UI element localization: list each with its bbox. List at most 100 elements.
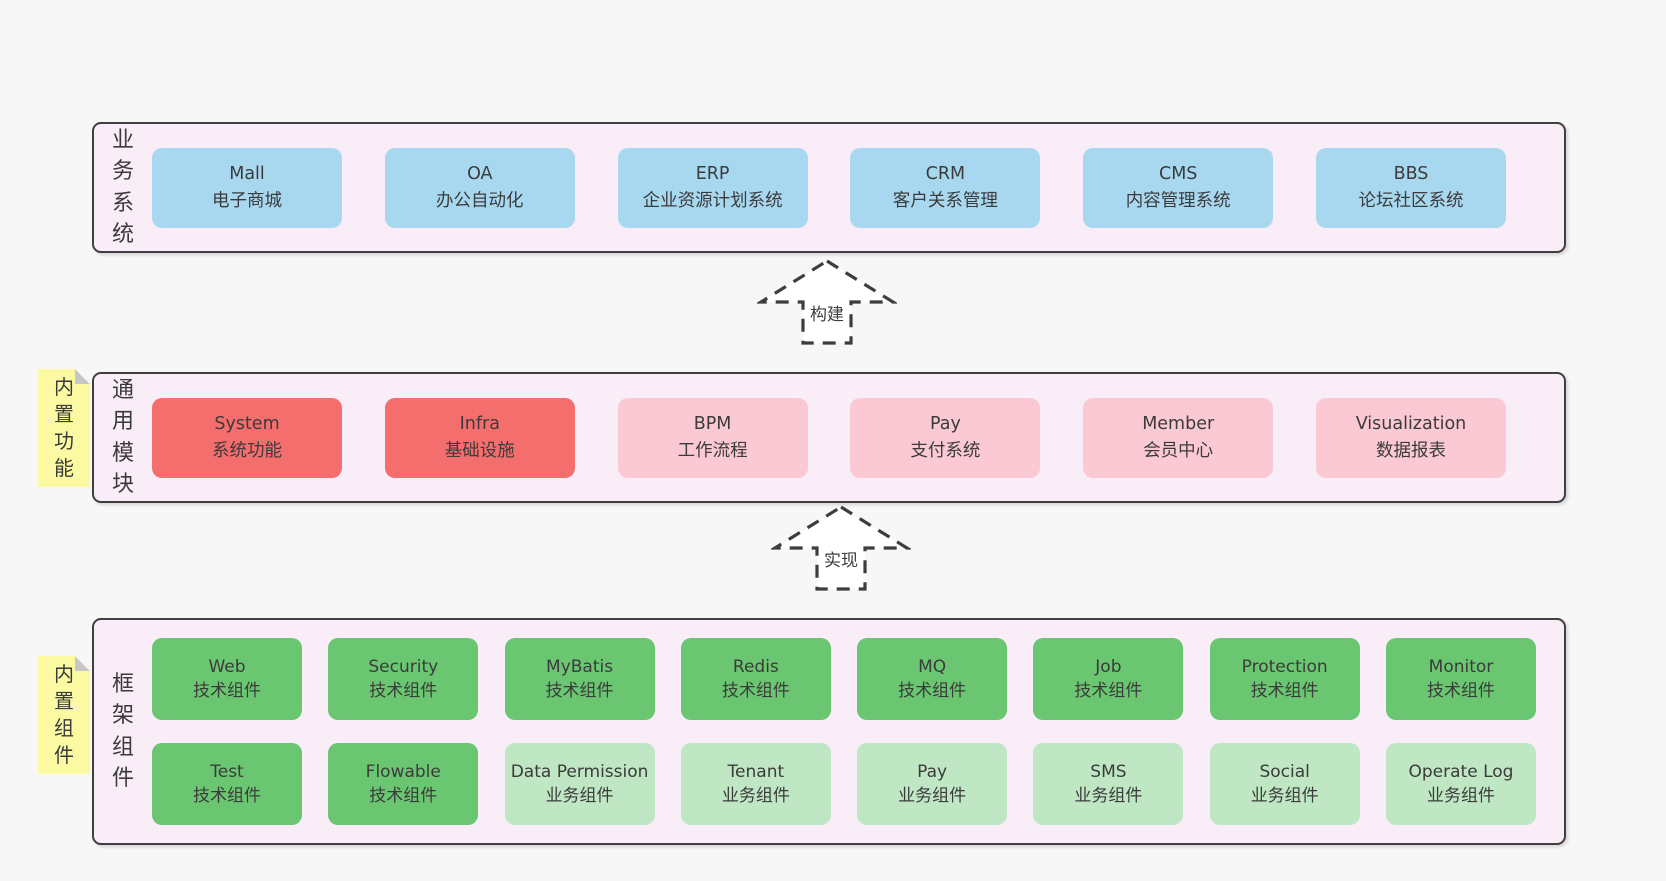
box-erp: ERP 企业资源计划系统 [617, 147, 808, 228]
arrow-label: 构建 [810, 305, 844, 325]
layer-side-label: 通用模块 [94, 374, 152, 501]
box-monitor: Monitor 技术组件 [1385, 638, 1536, 720]
box-title: SMS [1090, 761, 1127, 782]
box-pay-component: Pay 业务组件 [857, 743, 1008, 825]
box-operate-log: Operate Log 业务组件 [1385, 743, 1536, 825]
box-title: BPM [693, 414, 732, 435]
layer-title: 业务系统 [111, 128, 134, 247]
box-subtitle: 基础设施 [444, 440, 515, 461]
box-system: System 系统功能 [152, 397, 342, 478]
arrow-label: 实现 [824, 551, 858, 571]
box-security: Security 技术组件 [328, 638, 479, 720]
layer-title: 通用模块 [111, 378, 134, 497]
box-member: Member 会员中心 [1083, 397, 1274, 478]
dashed-up-arrow-implement: 实现 [771, 505, 911, 591]
layer-common-modules: 内置功能 通用模块 System 系统功能 Infra 基础设施 BPM 工作流… [92, 372, 1566, 503]
box-title: Test [210, 761, 244, 782]
arrow-outline [771, 505, 911, 591]
box-title: Social [1259, 761, 1310, 782]
box-title: MQ [918, 656, 947, 677]
box-subtitle: 技术组件 [369, 786, 438, 806]
box-title: Monitor [1428, 656, 1494, 677]
box-job: Job 技术组件 [1033, 638, 1184, 720]
box-mq: MQ 技术组件 [857, 638, 1008, 720]
box-title: CMS [1158, 164, 1198, 185]
box-subtitle: 技术组件 [545, 681, 614, 701]
box-title: System [214, 414, 280, 435]
box-title: Infra [459, 414, 500, 435]
folded-corner-icon [75, 656, 90, 671]
box-visualization: Visualization 数据报表 [1315, 397, 1506, 478]
box-subtitle: 技术组件 [898, 681, 967, 701]
layer-title: 框架组件 [111, 672, 134, 791]
sticky-note-built-in-features: 内置功能 [38, 369, 90, 487]
box-title: Data Permission [510, 761, 649, 782]
box-subtitle: 业务组件 [721, 786, 790, 806]
box-pay-module: Pay 支付系统 [850, 397, 1041, 478]
layer-side-label: 框架组件 [94, 620, 152, 843]
box-sms: SMS 业务组件 [1033, 743, 1184, 825]
layer-framework-components: 内置组件 框架组件 Web 技术组件 Security 技术组件 MyBatis… [92, 618, 1566, 845]
box-subtitle: 技术组件 [1426, 681, 1495, 701]
box-title: Tenant [727, 761, 785, 782]
box-subtitle: 办公自动化 [436, 190, 524, 211]
box-subtitle: 业务组件 [1250, 786, 1319, 806]
box-title: MyBatis [546, 656, 614, 677]
box-test: Test 技术组件 [152, 743, 302, 825]
sticky-note-built-in-components: 内置组件 [38, 656, 90, 774]
box-subtitle: 内容管理系统 [1125, 190, 1231, 211]
box-subtitle: 技术组件 [193, 786, 261, 806]
box-flowable: Flowable 技术组件 [328, 743, 479, 825]
box-title: Member [1142, 414, 1215, 435]
box-title: ERP [695, 164, 730, 185]
box-subtitle: 会员中心 [1143, 440, 1214, 461]
box-protection: Protection 技术组件 [1209, 638, 1360, 720]
sticky-note-text: 内置功能 [54, 375, 74, 480]
box-title: Pay [917, 761, 948, 782]
box-subtitle: 业务组件 [898, 786, 967, 806]
box-title: Flowable [365, 761, 441, 782]
folded-corner-icon [75, 369, 90, 384]
box-title: Security [368, 656, 439, 677]
box-subtitle: 企业资源计划系统 [642, 190, 783, 211]
box-redis: Redis 技术组件 [680, 638, 831, 720]
box-subtitle: 客户关系管理 [892, 190, 998, 211]
box-title: CRM [925, 164, 966, 185]
dashed-up-arrow-build: 构建 [757, 259, 897, 345]
box-title: Redis [732, 656, 779, 677]
box-title: OA [467, 164, 493, 185]
box-subtitle: 系统功能 [212, 440, 282, 461]
box-cms: CMS 内容管理系统 [1083, 147, 1274, 228]
box-web: Web 技术组件 [152, 638, 302, 720]
box-subtitle: 技术组件 [193, 681, 261, 701]
box-subtitle: 支付系统 [910, 440, 981, 461]
box-subtitle: 业务组件 [1074, 786, 1143, 806]
box-subtitle: 工作流程 [677, 440, 748, 461]
box-social: Social 业务组件 [1209, 743, 1360, 825]
layer-side-label: 业务系统 [94, 124, 152, 251]
box-subtitle: 技术组件 [721, 681, 790, 701]
box-subtitle: 技术组件 [1074, 681, 1143, 701]
box-subtitle: 业务组件 [545, 786, 614, 806]
box-subtitle: 数据报表 [1375, 440, 1446, 461]
layer-business-systems: 业务系统 Mall 电子商城 OA 办公自动化 ERP 企业资源计划系统 CRM… [92, 122, 1566, 253]
box-mall: Mall 电子商城 [152, 147, 342, 228]
box-title: Protection [1241, 656, 1328, 677]
sticky-note-text: 内置组件 [54, 662, 74, 767]
box-subtitle: 技术组件 [1250, 681, 1319, 701]
module-boxes: System 系统功能 Infra 基础设施 BPM 工作流程 Pay 支付系统… [152, 374, 1564, 501]
box-bbs: BBS 论坛社区系统 [1315, 147, 1506, 228]
box-crm: CRM 客户关系管理 [850, 147, 1041, 228]
box-subtitle: 业务组件 [1426, 786, 1495, 806]
box-subtitle: 电子商城 [212, 190, 282, 211]
box-title: Visualization [1355, 414, 1467, 435]
arrow-outline [757, 259, 897, 345]
box-title: BBS [1393, 164, 1429, 185]
box-infra: Infra 基础设施 [384, 397, 575, 478]
box-data-permission: Data Permission 业务组件 [504, 743, 655, 825]
box-oa: OA 办公自动化 [384, 147, 575, 228]
box-title: Operate Log [1408, 761, 1514, 782]
box-title: Pay [929, 414, 961, 435]
box-subtitle: 论坛社区系统 [1358, 190, 1464, 211]
box-title: Job [1095, 656, 1122, 677]
